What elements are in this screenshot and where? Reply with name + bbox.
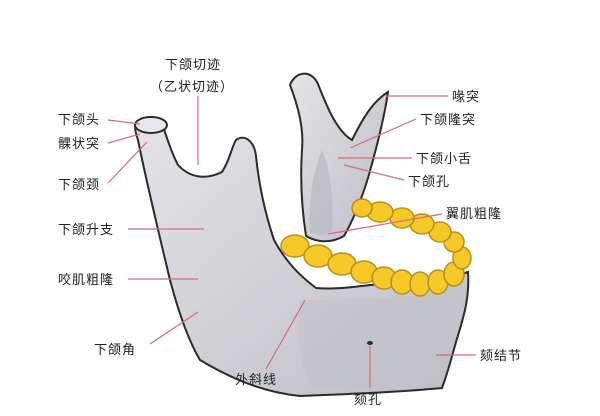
label-mandible-neck: 下颌颈 bbox=[58, 178, 100, 193]
label-lingula: 下颌小舌 bbox=[416, 152, 472, 167]
label-masseteric-tuberosity: 咬肌粗隆 bbox=[58, 272, 114, 288]
leader-condyle-head bbox=[107, 119, 141, 125]
leader-mandible-neck bbox=[107, 141, 148, 184]
condyle-head-shape bbox=[134, 116, 168, 134]
tooth bbox=[280, 234, 310, 258]
leader-external-oblique bbox=[265, 299, 306, 370]
label-condyle-head: 下颌头 bbox=[58, 113, 100, 128]
label-external-oblique-line: 外斜线 bbox=[235, 373, 277, 388]
far-ramus-shadow bbox=[309, 150, 333, 235]
tooth bbox=[409, 271, 431, 297]
label-coronoid-process: 喙突 bbox=[452, 89, 480, 105]
teeth bbox=[280, 198, 472, 297]
leader-lines bbox=[107, 95, 476, 388]
leader-condylar-process bbox=[107, 133, 141, 144]
label-mandibular-notch: 下颌切迹 bbox=[165, 58, 221, 73]
leader-mandibular-foramen bbox=[343, 164, 405, 181]
leader-coronoid-eminence bbox=[349, 118, 417, 149]
label-condylar-process: 髁状突 bbox=[58, 136, 100, 152]
leader-angle bbox=[149, 311, 199, 345]
label-ramus: 下颌升支 bbox=[58, 223, 114, 238]
label-mandibular-foramen: 下颌孔 bbox=[408, 175, 450, 190]
label-pterygoid-tuberosity: 翼肌粗隆 bbox=[446, 207, 502, 222]
label-mental-foramen: 颏孔 bbox=[354, 393, 382, 408]
mental-foramen-dot bbox=[367, 341, 373, 345]
tooth bbox=[351, 198, 373, 218]
label-mandibular-angle: 下颌角 bbox=[94, 343, 136, 358]
label-coronoid-eminence: 下颌隆突 bbox=[420, 112, 476, 128]
body-shadow bbox=[298, 292, 450, 387]
label-mental-tubercle: 颏结节 bbox=[480, 349, 522, 364]
leader-pterygoid bbox=[327, 213, 443, 235]
label-mandibular-notch-alt: （乙状切迹） bbox=[150, 80, 234, 95]
